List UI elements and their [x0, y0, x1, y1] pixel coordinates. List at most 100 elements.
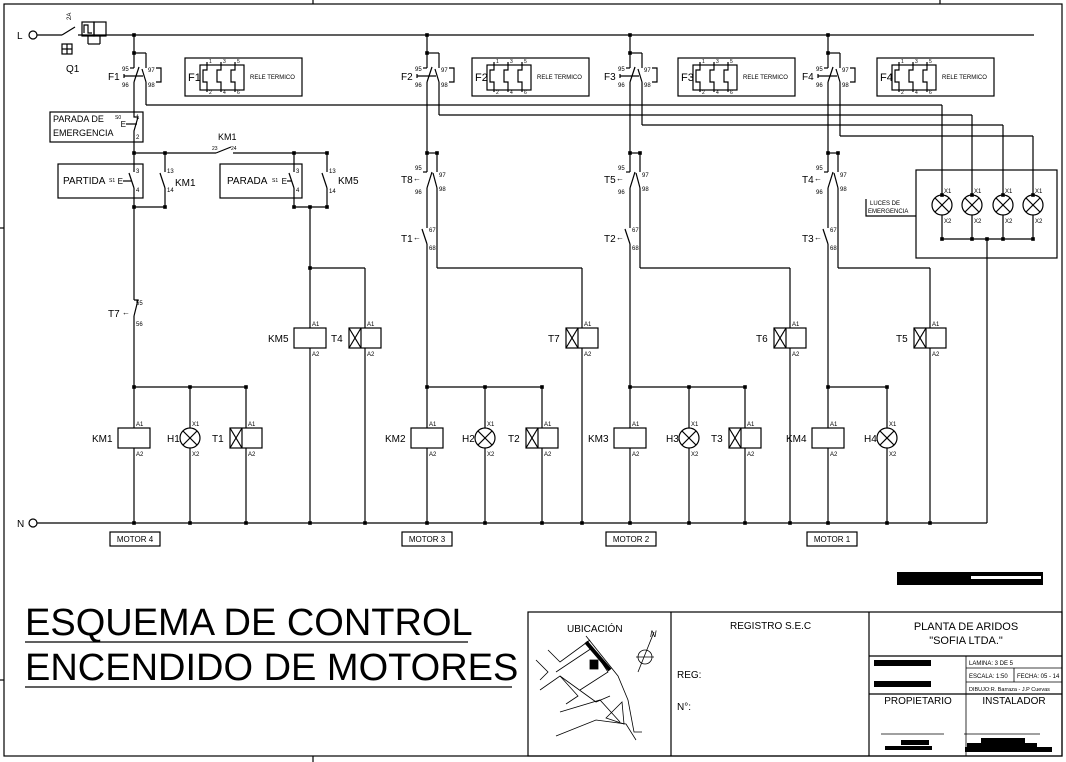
stop-button-box: [219, 163, 303, 199]
interlock-label: KM1: [218, 132, 237, 142]
timer-no-blade: [833, 172, 839, 189]
motor-label: MOTOR 3: [409, 535, 446, 544]
timer-contact-label: T2: [604, 234, 616, 245]
no-blade: [141, 68, 147, 83]
terminal-label: A1: [367, 322, 375, 328]
coil-label: T5: [896, 334, 908, 345]
terminal-label: 6: [237, 90, 240, 96]
timer-coil: [773, 327, 807, 349]
wire: [913, 327, 927, 349]
start-label: PARTIDA: [63, 176, 106, 187]
thermal-element: [695, 62, 701, 92]
terminal-label: 98: [439, 187, 446, 193]
location-label: UBICACIÓN: [567, 622, 623, 635]
terminal-label: A2: [248, 452, 256, 458]
breaker-label: Q1: [66, 64, 80, 75]
terminal-label: 96: [816, 190, 823, 196]
junction-dot: [540, 521, 544, 525]
thermal-bracket: [652, 67, 658, 83]
terminal-label: X2: [944, 219, 952, 225]
terminal-label: 6: [730, 90, 733, 96]
timer-no-blade: [432, 172, 438, 189]
wire: [681, 430, 697, 446]
delay-arrow-icon: ←: [413, 174, 421, 183]
terminal-label: A1: [932, 322, 940, 328]
terminal-label: 97: [840, 173, 847, 179]
owner-label: PROPIETARIO: [884, 696, 952, 707]
timer-no-contact: [822, 228, 829, 245]
contactor-coil: [811, 427, 845, 449]
thermal-relay-frame: [486, 64, 532, 91]
nc-blade: [133, 66, 140, 83]
terminal-label: 96: [816, 83, 823, 89]
terminal-label: A2: [429, 452, 437, 458]
neutral-label: N: [17, 519, 24, 530]
wire: [565, 327, 579, 349]
terminal-label: 13: [329, 169, 336, 175]
breaker-rating: 2A: [67, 13, 73, 20]
terminal-label: 23: [212, 146, 218, 152]
terminal-label: 6: [929, 90, 932, 96]
emergency-stop-contact: [133, 113, 139, 135]
terminal-label: 95: [618, 67, 625, 73]
timer-coil: [913, 327, 947, 349]
overload-label: F2: [401, 72, 413, 83]
wire: [1025, 197, 1041, 213]
terminal-label: 67: [632, 228, 639, 234]
terminal-label: 96: [122, 83, 129, 89]
delay-arrow-icon: ←: [814, 233, 822, 242]
terminal-label: 68: [632, 246, 639, 252]
timer-contact-label: T1: [401, 234, 413, 245]
junction-dot: [826, 521, 830, 525]
km5-contact: [321, 172, 328, 189]
thermal-relay-tag: F1: [188, 72, 201, 84]
terminal-label: 14: [329, 189, 336, 195]
timer-contact-label: T5: [604, 175, 616, 186]
nc-blade: [629, 66, 636, 83]
thermal-relay-box: [876, 57, 995, 97]
thermal-element: [723, 62, 729, 92]
terminal-label: 4: [136, 188, 140, 194]
terminal-label: 14: [167, 188, 174, 194]
coil-label: T4: [331, 334, 343, 345]
terminal-label: 98: [644, 83, 651, 89]
timer-no-contact: [421, 228, 428, 245]
contactor-coil: [613, 427, 647, 449]
terminal-label: 95: [816, 166, 823, 172]
delay-arrow-icon: ←: [413, 233, 421, 242]
terminal-label: 4: [510, 90, 513, 96]
project-line-1: PLANTA DE ARIDOS: [914, 621, 1018, 633]
timer-coil: [525, 427, 559, 449]
thermal-element: [503, 62, 509, 92]
timer-coil: [728, 427, 762, 449]
motor-label: MOTOR 4: [117, 535, 154, 544]
terminal-label: A1: [792, 322, 800, 328]
terminal-label: X2: [487, 452, 495, 458]
wire: [348, 327, 362, 349]
terminal-label: 3: [915, 59, 918, 65]
thermal-bracket: [156, 67, 162, 83]
junction-dot: [580, 521, 584, 525]
no-blade: [835, 68, 841, 83]
thermal-relay-tag: F3: [681, 72, 694, 84]
terminal-label: 98: [840, 187, 847, 193]
nc-blade: [426, 66, 433, 83]
terminal-label: 98: [441, 83, 448, 89]
coil-label: T2: [508, 434, 520, 445]
terminal-label: 2: [901, 90, 904, 96]
coil-label: T6: [756, 334, 768, 345]
terminal-label: 5: [237, 59, 240, 65]
contactor-coil: [117, 427, 151, 449]
emergency-stop-label: EMERGENCIA: [53, 128, 114, 138]
terminal-label: 3: [510, 59, 513, 65]
terminal-label: 5: [730, 59, 733, 65]
terminal-label: 4: [716, 90, 719, 96]
terminal-label: 1: [901, 59, 904, 65]
emergency-lights-label: EMERGENCIA: [868, 209, 908, 215]
thermal-relay-frame: [199, 64, 245, 91]
terminal-label: X1: [889, 422, 897, 428]
thermal-relay-box: [471, 57, 590, 97]
